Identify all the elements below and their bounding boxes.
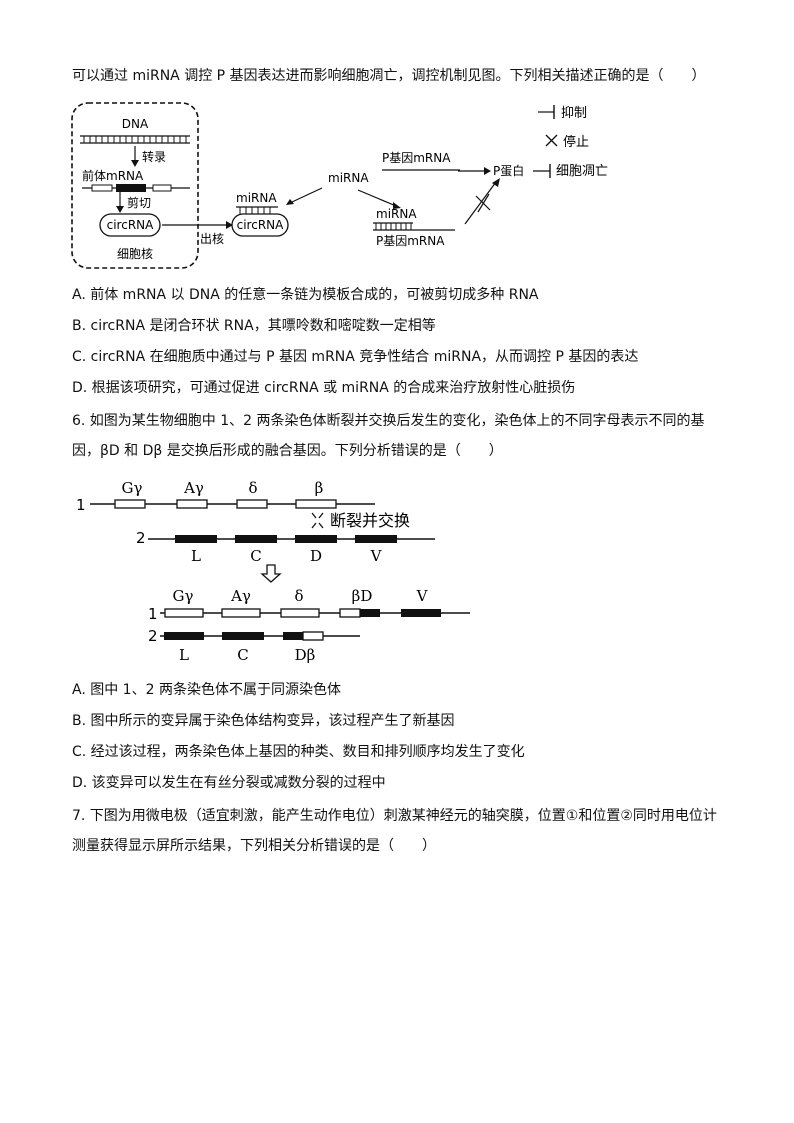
mirna-regulation-diagram: DNA 转录 前体mRNA 剪切 circRNA 细胞核 出核 miRNA (71, 102, 608, 269)
legend-stop-label: 停止 (563, 134, 589, 150)
translation-arrow (484, 167, 491, 175)
p-mrna-top-label: P基因mRNA (382, 151, 451, 165)
nucleus-boundary (71, 102, 199, 269)
gene-g-gamma: Gγ (122, 479, 143, 497)
q5-option-b: B. circRNA 是闭合环状 RNA，其嘌呤数和嘧啶数一定相等 (72, 318, 436, 334)
fusion-gene-beta-d: βD (352, 587, 373, 605)
splicing-arrow (116, 206, 124, 213)
q6-option-b: B. 图中所示的变异属于染色体结构变异，该过程产生了新基因 (72, 713, 455, 729)
q5-stem: 可以通过 miRNA 调控 P 基因表达进而影响细胞凋亡，调控机制见图。下列相关… (72, 68, 706, 84)
gene-a-gamma: Aγ (183, 479, 204, 497)
bound-mirna-label: miRNA (236, 191, 277, 205)
q6-option-a: A. 图中 1、2 两条染色体不属于同源染色体 (72, 682, 341, 698)
dna-double-strand (80, 135, 190, 144)
break-exchange-label: 断裂并交换 (330, 511, 410, 530)
p-protein-label: P蛋白 (493, 163, 524, 178)
q6-option-c: C. 经过该过程，两条染色体上基因的种类、数目和排列顺序均发生了变化 (72, 744, 525, 760)
circrna-cytoplasm-shape (231, 213, 289, 237)
blocked-arrow (492, 178, 500, 187)
export-label: 出核 (200, 232, 224, 246)
apoptosis-label: 细胞凋亡 (556, 164, 608, 179)
mirna-to-circrna-arrow (286, 199, 294, 205)
after-gene-l: L (179, 646, 189, 664)
after-chr2-label: 2 (148, 627, 158, 645)
after-gene-g-gamma: Gγ (173, 587, 194, 605)
after-gene-delta: δ (294, 587, 303, 605)
export-arrow (226, 221, 233, 229)
legend-inhibit-label: 抑制 (561, 106, 587, 121)
circrna-nucleus-shape (99, 213, 161, 237)
splicing-label: 剪切 (127, 195, 151, 210)
transcription-label: 转录 (142, 149, 166, 164)
after-gene-c: C (237, 646, 248, 664)
gene-delta: δ (248, 479, 257, 497)
after-chr1-label: 1 (148, 605, 158, 623)
fusion-gene-d-beta: Dβ (295, 646, 316, 664)
p-mrna-bottom-label: P基因mRNA (376, 234, 445, 248)
nucleus-label: 细胞核 (117, 247, 153, 261)
stop-cross-b (477, 193, 490, 213)
q6-stem-line2: 因，βD 和 Dβ 是交换后形成的融合基因。下列分析错误的是（ ） (72, 443, 503, 459)
q5-option-c: C. circRNA 在细胞质中通过与 P 基因 mRNA 竞争性结合 miRN… (72, 349, 639, 365)
gene-v: V (370, 547, 383, 565)
chromosome-exchange-diagram: 1 Gγ Aγ δ β 断裂并交换 2 L C D V 1 Gγ Aγ δ βD… (76, 479, 470, 664)
q7-stem-line2: 测量获得显示屏所示结果，下列相关分析错误的是（ ） (72, 838, 436, 854)
q5-option-d: D. 根据该项研究，可通过促进 circRNA 或 miRNA 的合成来治疗放射… (72, 380, 576, 396)
mrna-bound-mirna-label: miRNA (376, 207, 417, 221)
pre-mrna-label: 前体mRNA (82, 168, 144, 183)
hollow-down-arrow (260, 564, 282, 583)
after-gene-v: V (416, 587, 429, 605)
after-gene-a-gamma: Aγ (230, 587, 251, 605)
free-mirna-label: miRNA (328, 171, 369, 185)
transcription-arrow (131, 160, 139, 167)
gene-l: L (191, 547, 201, 565)
circrna-nucleus-label: circRNA (107, 218, 155, 232)
gene-c: C (250, 547, 261, 565)
circrna-cytoplasm-label: circRNA (237, 218, 285, 232)
gene-d: D (310, 547, 322, 565)
gene-beta: β (315, 479, 324, 497)
q7-stem-line1: 7. 下图为用微电极（适宜刺激，能产生动作电位）刺激某神经元的轴突膜，位置①和位… (72, 808, 717, 824)
q6-option-d: D. 该变异可以发生在有丝分裂或减数分裂的过程中 (72, 775, 386, 791)
break-marks (311, 512, 324, 529)
chr2-label: 2 (136, 529, 146, 547)
dna-label: DNA (122, 117, 149, 131)
q5-option-a: A. 前体 mRNA 以 DNA 的任意一条链为模板合成的，可被剪切成多种 RN… (72, 287, 539, 303)
chr1-label: 1 (76, 496, 86, 514)
pre-mrna-strand (82, 184, 190, 192)
q6-stem-line1: 6. 如图为某生物细胞中 1、2 两条染色体断裂并交换后发生的变化，染色体上的不… (72, 413, 705, 429)
mirna-to-mrna-arrow (393, 202, 401, 209)
